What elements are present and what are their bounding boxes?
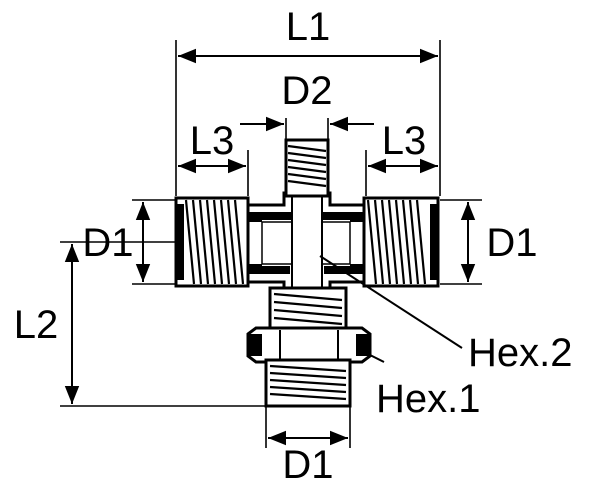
hex1-leader-line	[363, 351, 385, 363]
fitting-body	[174, 138, 440, 408]
labels: L1 D2 L3 L3 D1 D1 L2 Hex.2 Hex.1 D1	[14, 5, 573, 485]
label-d2: D2	[281, 69, 332, 113]
label-hex1: Hex.1	[376, 377, 481, 421]
label-d1-left: D1	[82, 221, 133, 265]
bottom-thread	[264, 358, 352, 408]
dimensions	[60, 40, 482, 448]
label-d1-right: D1	[486, 221, 537, 265]
label-l3-right: L3	[382, 119, 427, 163]
label-l2: L2	[14, 303, 59, 347]
hex2-leader-line	[319, 255, 463, 349]
label-hex2: Hex.2	[468, 331, 573, 375]
label-l1: L1	[286, 5, 331, 49]
neck-thread	[268, 286, 348, 332]
hex1-nut	[246, 326, 372, 364]
label-d1-bottom: D1	[282, 443, 333, 485]
label-l3-left: L3	[190, 119, 235, 163]
left-thread	[174, 196, 250, 288]
top-thread	[284, 138, 330, 198]
right-thread	[362, 196, 440, 288]
bore-shading	[246, 212, 366, 274]
